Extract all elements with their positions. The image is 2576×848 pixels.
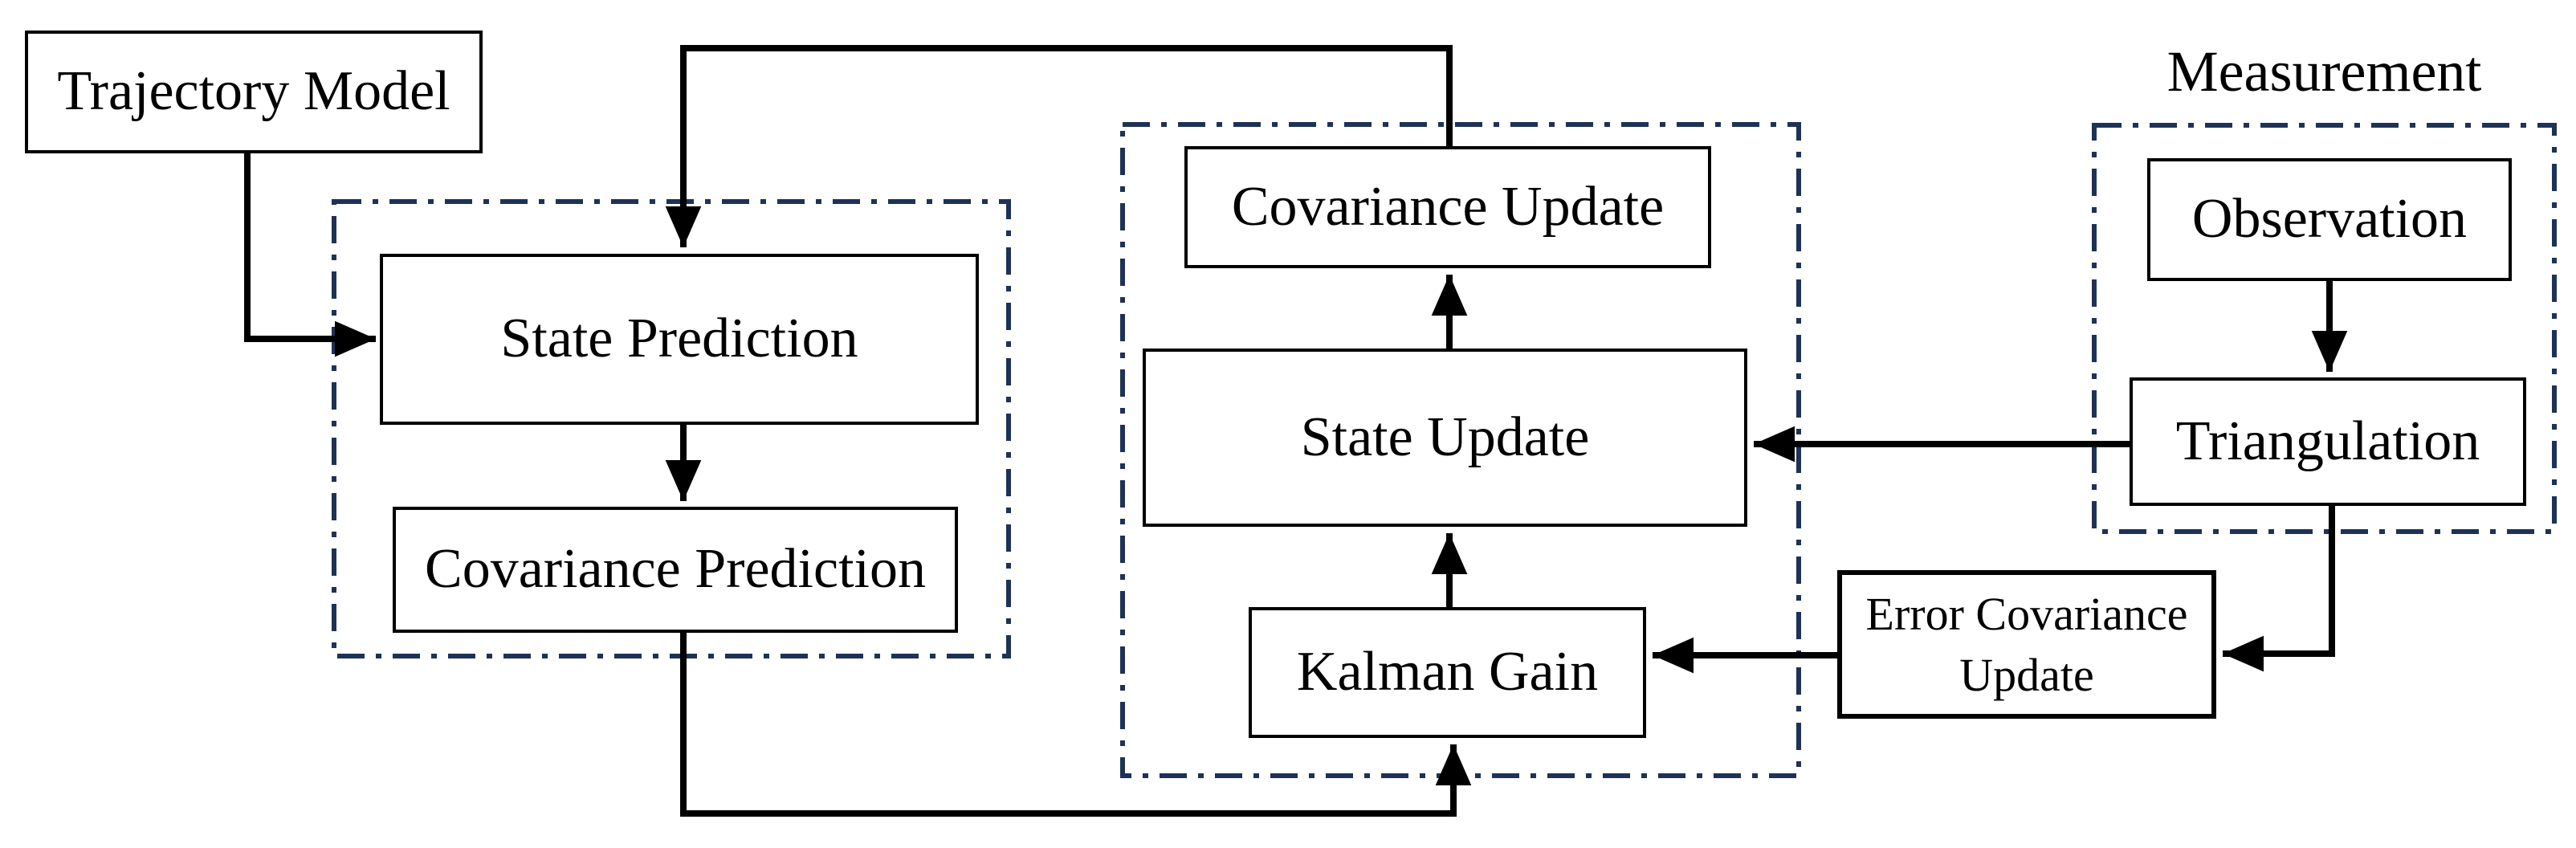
node-error-covariance-update-label: Error Covariance Update [1865,588,2188,701]
node-kalman-gain-label: Kalman Gain [1296,641,1599,703]
measurement-group-border [2092,123,2557,534]
node-covariance-update-label: Covariance Update [1231,175,1665,238]
node-covariance-prediction: Covariance Prediction [393,507,958,633]
node-kalman-gain: Kalman Gain [1249,607,1646,738]
measurement-group-label: Measurement [2166,39,2482,104]
node-state-prediction: State Prediction [380,254,979,425]
node-state-prediction-label: State Prediction [500,308,858,370]
arrow-covariance-prediction-feedback-to-kalman-gain [680,633,1472,817]
prediction-group-border [332,199,1011,658]
node-covariance-update: Covariance Update [1184,146,1711,268]
node-covariance-prediction-label: Covariance Prediction [425,538,926,601]
arrow-triangulation-to-error-covariance-update [2223,506,2335,672]
node-triangulation: Triangulation [2130,377,2526,506]
node-state-update: State Update [1143,349,1747,527]
node-error-covariance-update: Error Covariance Update [1837,570,2216,719]
node-state-update-label: State Update [1300,406,1590,468]
node-trajectory-model: Trajectory Model [25,31,483,153]
arrow-trajectory-model-to-state-prediction [244,153,376,357]
node-observation-label: Observation [2191,188,2468,251]
node-trajectory-model-label: Trajectory Model [57,60,450,123]
node-observation: Observation [2147,158,2512,281]
arrow-covariance-update-feedback-to-state-prediction [665,45,1453,247]
node-triangulation-label: Triangulation [2175,410,2480,472]
